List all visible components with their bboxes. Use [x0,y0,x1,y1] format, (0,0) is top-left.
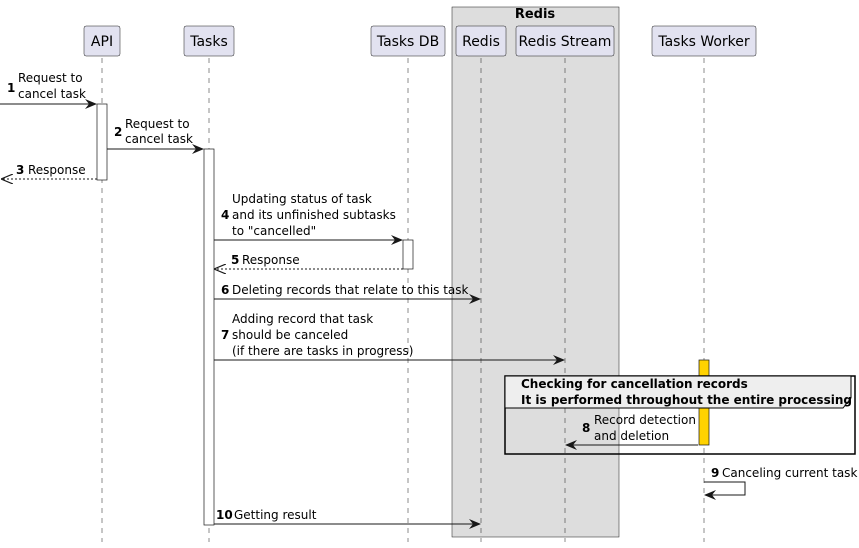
activation-api [96,103,108,181]
lifelines [101,58,705,542]
redis-box-title: Redis [515,7,556,22]
message-2: 2 Request to cancel task [107,117,204,154]
participant-tasks[interactable]: Tasks [183,25,235,57]
activation-tasksdb [402,239,414,270]
message-6: 6 Deleting records that relate to this t… [214,283,481,304]
message-label-line: Request to [18,71,83,85]
message-3: 3 Response [2,163,97,179]
message-label-line: Request to [125,117,190,131]
message-number: 2 [114,125,122,139]
message-label-line: cancel task [125,132,193,146]
group-title-line-2: It is performed throughout the entire pr… [521,393,852,407]
message-label-line: Updating status of task [232,192,372,206]
message-number: 1 [7,81,15,95]
message-label-line: and its unfinished subtasks [232,208,396,222]
message-number: 6 [221,283,229,297]
message-label-line: (if there are tasks in progress) [232,344,413,358]
participant-api[interactable]: API [83,25,121,57]
message-number: 5 [231,253,239,267]
activation-tasks [203,148,215,526]
participant-stream[interactable]: Redis Stream [515,25,615,57]
group-title-line-1: Checking for cancellation records [521,377,748,391]
message-10: 10 Getting result [214,508,481,529]
message-number: 10 [216,508,233,522]
message-number: 8 [582,421,590,435]
message-7: 7 Adding record that task should be canc… [214,312,565,365]
message-number: 9 [711,466,719,480]
participant-label: Redis [462,34,500,50]
message-number: 4 [221,208,229,222]
participant-label: Tasks [189,34,228,50]
message-label-line: Response [28,163,86,177]
participant-tasksdb[interactable]: Tasks DB [370,25,446,57]
message-label-line: Deleting records that relate to this tas… [232,283,469,297]
redis-box: Redis [451,6,620,538]
message-number: 7 [221,328,229,342]
participant-redis[interactable]: Redis [455,25,507,57]
message-label-line: cancel task [18,87,86,101]
message-label-line: and deletion [594,429,669,443]
message-label-line: Response [242,253,300,267]
message-label-line: Record detection [594,413,696,427]
participant-worker[interactable]: Tasks Worker [651,25,757,57]
message-8: 8 Record detection and deletion [565,413,698,450]
message-5: 5 Response [215,253,403,269]
participant-label: Tasks Worker [657,34,750,50]
participant-label: API [91,34,113,50]
message-4: 4 Updating status of task and its unfini… [214,192,403,245]
message-label-line: to "cancelled" [232,224,316,238]
message-label-line: Getting result [234,508,317,522]
message-9: 9 Canceling current task [704,466,857,500]
participant-label: Redis Stream [519,34,612,50]
group-frame: Checking for cancellation records It is … [504,375,856,455]
message-label-line: should be canceled [232,328,348,342]
message-label-line: Canceling current task [722,466,857,480]
message-number: 3 [16,163,24,177]
message-label-line: Adding record that task [232,312,373,326]
participant-label: Tasks DB [376,34,439,50]
message-1: 1 Request to cancel task [0,71,97,109]
